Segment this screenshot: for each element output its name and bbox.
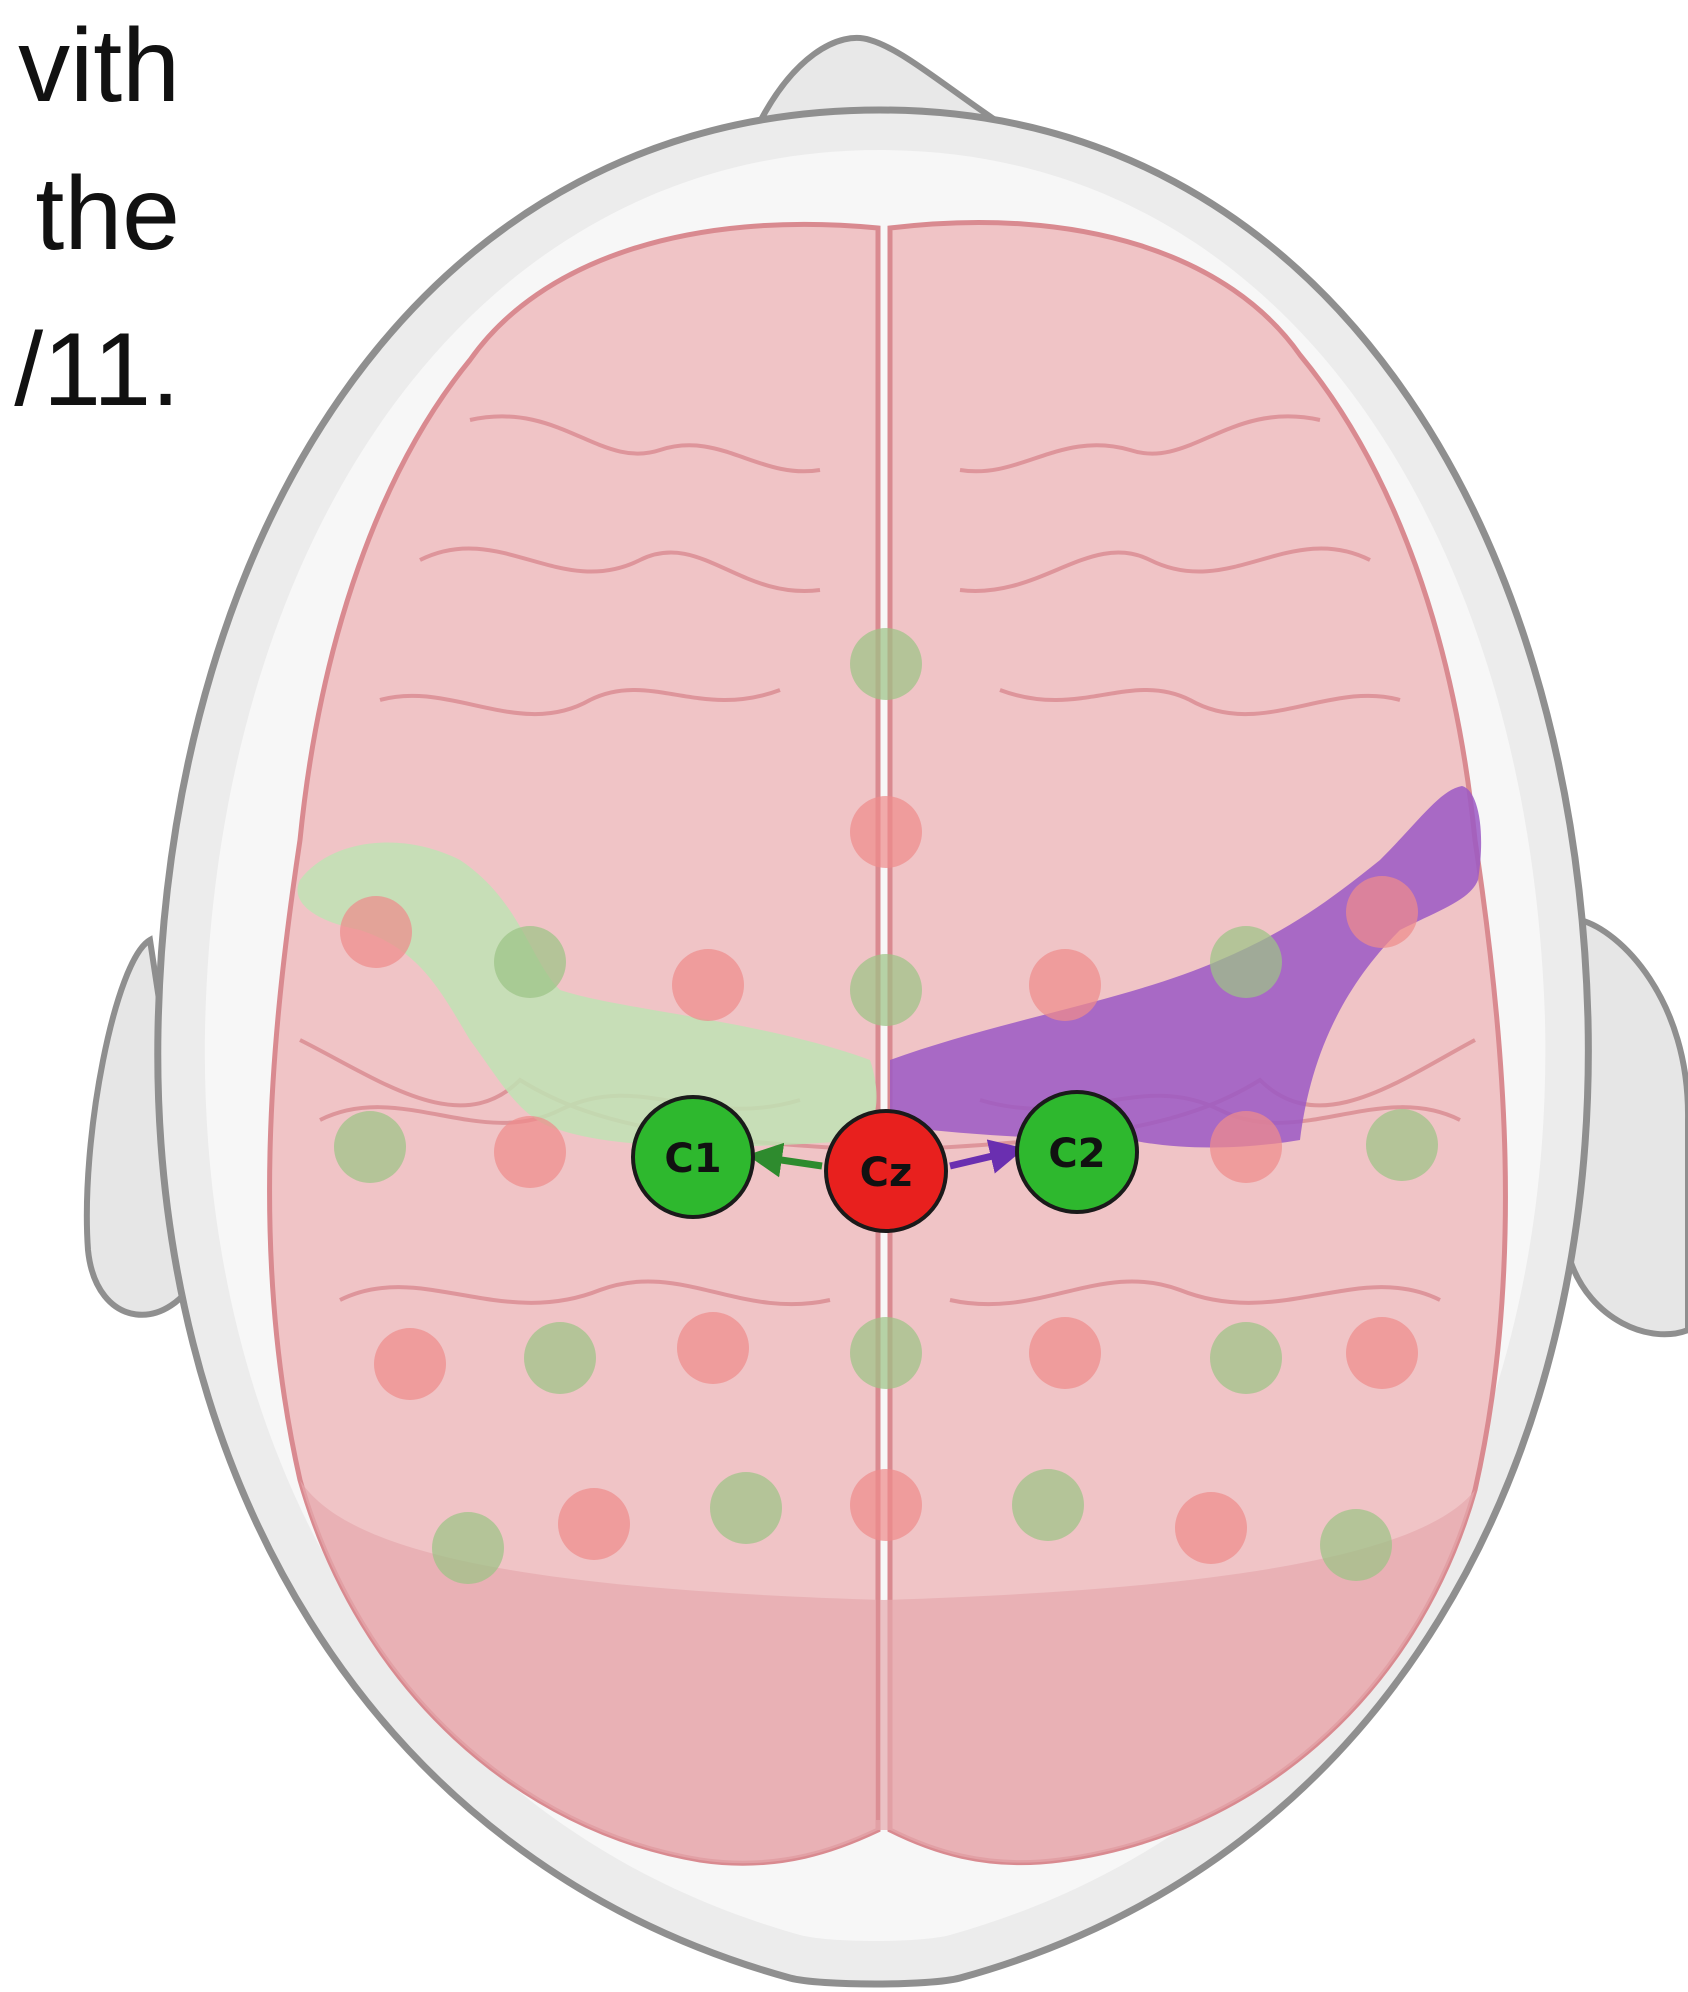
electrode-c1-label: C1 [664,1136,721,1182]
electrode-cz-label: Cz [860,1150,913,1196]
faded-electrode [494,926,566,998]
faded-electrode [1210,1111,1282,1183]
faded-electrode [558,1488,630,1560]
faded-electrode [850,954,922,1026]
faded-electrode [1029,949,1101,1021]
faded-electrode [1012,1469,1084,1541]
faded-electrode [334,1111,406,1183]
faded-electrode [1346,876,1418,948]
electrode-cz: Cz [826,1111,946,1231]
faded-electrode [374,1328,446,1400]
electrode-c2-label: C2 [1048,1131,1105,1177]
faded-electrode [494,1116,566,1188]
faded-electrode [1210,926,1282,998]
faded-electrode [1366,1109,1438,1181]
faded-electrode [1346,1317,1418,1389]
electrode-c2: C2 [1017,1092,1137,1212]
faded-electrode [1175,1492,1247,1564]
faded-electrode [1029,1317,1101,1389]
faded-electrode [340,896,412,968]
faded-electrode [710,1472,782,1544]
faded-electrode [432,1512,504,1584]
faded-electrode [1210,1322,1282,1394]
faded-electrode [524,1322,596,1394]
faded-electrode [850,796,922,868]
faded-electrode [850,1469,922,1541]
faded-electrode [850,1317,922,1389]
faded-electrode [850,628,922,700]
faded-electrode [677,1312,749,1384]
faded-electrode [672,949,744,1021]
faded-electrode [1320,1509,1392,1581]
electrode-c1: C1 [633,1097,753,1217]
